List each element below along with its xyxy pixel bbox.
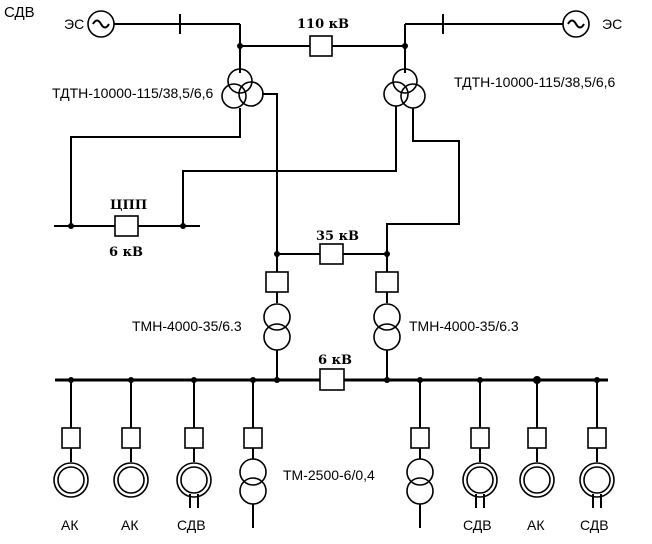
load-ak-1-label: АК (61, 517, 79, 533)
transformer-icon (239, 458, 267, 486)
cpp-label: ЦПП (110, 198, 147, 213)
breaker-cpp (114, 215, 139, 237)
source-right-label: ЭС (602, 16, 622, 32)
feeder-sdv-1 (176, 380, 212, 508)
tr-left-35kv (262, 93, 278, 254)
transformer-icon (406, 458, 434, 486)
tr-left-6kv-to-cpp (70, 108, 241, 226)
motor-icon (113, 462, 149, 498)
transformer-tmn-left (263, 303, 291, 351)
feeder-ak-3 (519, 380, 555, 498)
feeder-tm-right (406, 380, 434, 528)
tmn-left-label: ТМН-4000-35/6.3 (132, 318, 242, 334)
synchronous-motor-icon (579, 462, 615, 498)
load-sdv-2-label: СДВ (463, 517, 492, 533)
feeder-ak-1 (53, 380, 89, 498)
node (180, 223, 186, 229)
breaker-tmn-right (375, 271, 399, 293)
source-right (562, 10, 590, 38)
load-sdv-1-label: СДВ (177, 517, 206, 533)
source-left-label: ЭС (64, 16, 84, 32)
breaker-35 (319, 243, 344, 265)
corner-sdv-label: СДВ (4, 4, 35, 21)
transformer-tdtn-right (383, 68, 426, 109)
load-sdv-3-label: СДВ (580, 517, 609, 533)
sine-right-icon (567, 19, 585, 29)
breaker-110 (309, 35, 333, 57)
breaker-6-sectional (319, 368, 345, 391)
source-left (87, 10, 115, 38)
synchronous-motor-icon (176, 462, 212, 498)
feeder-sdv-2 (462, 380, 498, 508)
synchronous-motor-icon (462, 462, 498, 498)
tm-aux-label: ТМ-2500-6/0,4 (283, 467, 375, 483)
tr-left-label: ТДТН-10000-115/38,5/6,6 (52, 85, 214, 101)
load-ak-3-label: АК (527, 517, 545, 533)
feeder-ak-2 (113, 380, 149, 498)
transformer-tdtn-left (221, 68, 264, 109)
bus-35-label: 35 кВ (316, 229, 359, 244)
node (237, 43, 243, 49)
feeder-tm-left (239, 380, 267, 528)
load-ak-2-label: АК (121, 517, 139, 533)
bus-110-label: 110 кВ (297, 17, 349, 32)
bus-cpp-label: 6 кВ (109, 245, 143, 260)
node (68, 223, 74, 229)
bus-6-label: 6 кВ (318, 353, 352, 368)
tr-right-label: ТДТН-10000-115/38,5/6,6 (454, 74, 616, 90)
transformer-tmn-right (373, 303, 401, 351)
tmn-right-label: ТМН-4000-35/6.3 (409, 318, 519, 334)
motor-icon (519, 462, 555, 498)
tr-right-35kv (386, 108, 460, 254)
motor-icon (53, 462, 89, 498)
breaker-tmn-left (265, 271, 289, 293)
tr-right-6kv-to-cpp (182, 106, 397, 226)
sine-left-icon (92, 19, 110, 29)
node (402, 43, 408, 49)
feeder-sdv-3 (579, 380, 615, 508)
